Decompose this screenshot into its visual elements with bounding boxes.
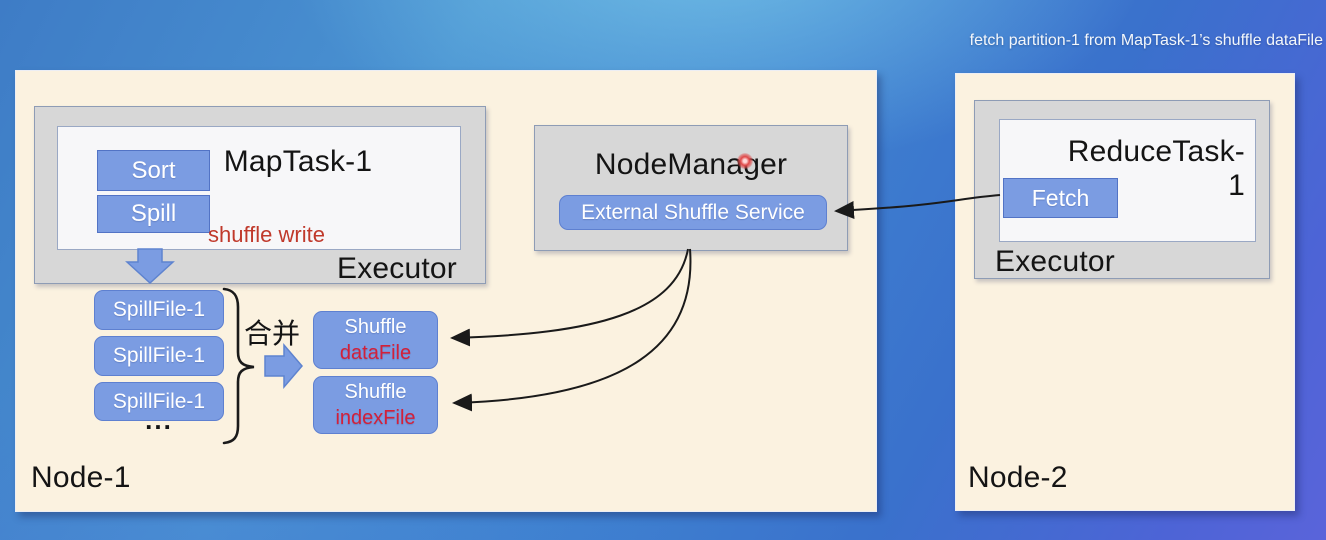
maptask-title: MapTask-1 — [223, 145, 373, 178]
shuffle-datafile-box: Shuffle dataFile — [313, 311, 438, 369]
caption-text: fetch partition-1 from MapTask-1’s shuff… — [969, 32, 1323, 49]
sort-step: Sort — [97, 150, 210, 191]
spillfile-box: SpillFile-1 — [94, 382, 224, 421]
spillfile-box: SpillFile-1 — [94, 336, 224, 376]
shuffle-indexfile-line1: Shuffle — [344, 381, 407, 403]
node1-box: MapTask-1 Sort Spill shuffle write Execu… — [15, 70, 877, 512]
laser-pointer-dot — [737, 153, 753, 169]
nodemanager-title: NodeManager — [594, 148, 788, 181]
spillfile-box: SpillFile-1 — [94, 290, 224, 330]
shuffle-datafile-line2: dataFile — [339, 342, 412, 364]
node1-label: Node-1 — [31, 461, 131, 494]
node1-executor-box: MapTask-1 Sort Spill shuffle write Execu… — [34, 106, 486, 285]
node2-executor-label: Executor — [995, 245, 1115, 278]
shuffle-datafile-line1: Shuffle — [344, 316, 407, 338]
spillfile-ellipsis: ... — [145, 405, 173, 435]
shuffle-write-annotation: shuffle write — [208, 222, 325, 247]
maptask-box: MapTask-1 Sort Spill shuffle write — [57, 126, 461, 250]
reducetask-title: ReduceTask-1 — [1067, 135, 1245, 202]
merge-label: 合并 — [244, 318, 301, 349]
node2-box: ReduceTask-1 Fetch Executor Node-2 — [955, 73, 1295, 511]
node2-executor-box: ReduceTask-1 Fetch Executor — [974, 100, 1270, 279]
shuffle-indexfile-line2: indexFile — [335, 407, 416, 429]
node2-label: Node-2 — [968, 461, 1068, 494]
node1-executor-label: Executor — [337, 252, 457, 285]
fetch-box: Fetch — [1003, 178, 1118, 218]
shuffle-indexfile-box: Shuffle indexFile — [313, 376, 438, 434]
reducetask-box: ReduceTask-1 Fetch — [999, 119, 1256, 242]
spill-step: Spill — [97, 195, 210, 233]
nodemanager-box: NodeManager External Shuffle Service — [534, 125, 848, 251]
external-shuffle-service-box: External Shuffle Service — [559, 195, 827, 230]
